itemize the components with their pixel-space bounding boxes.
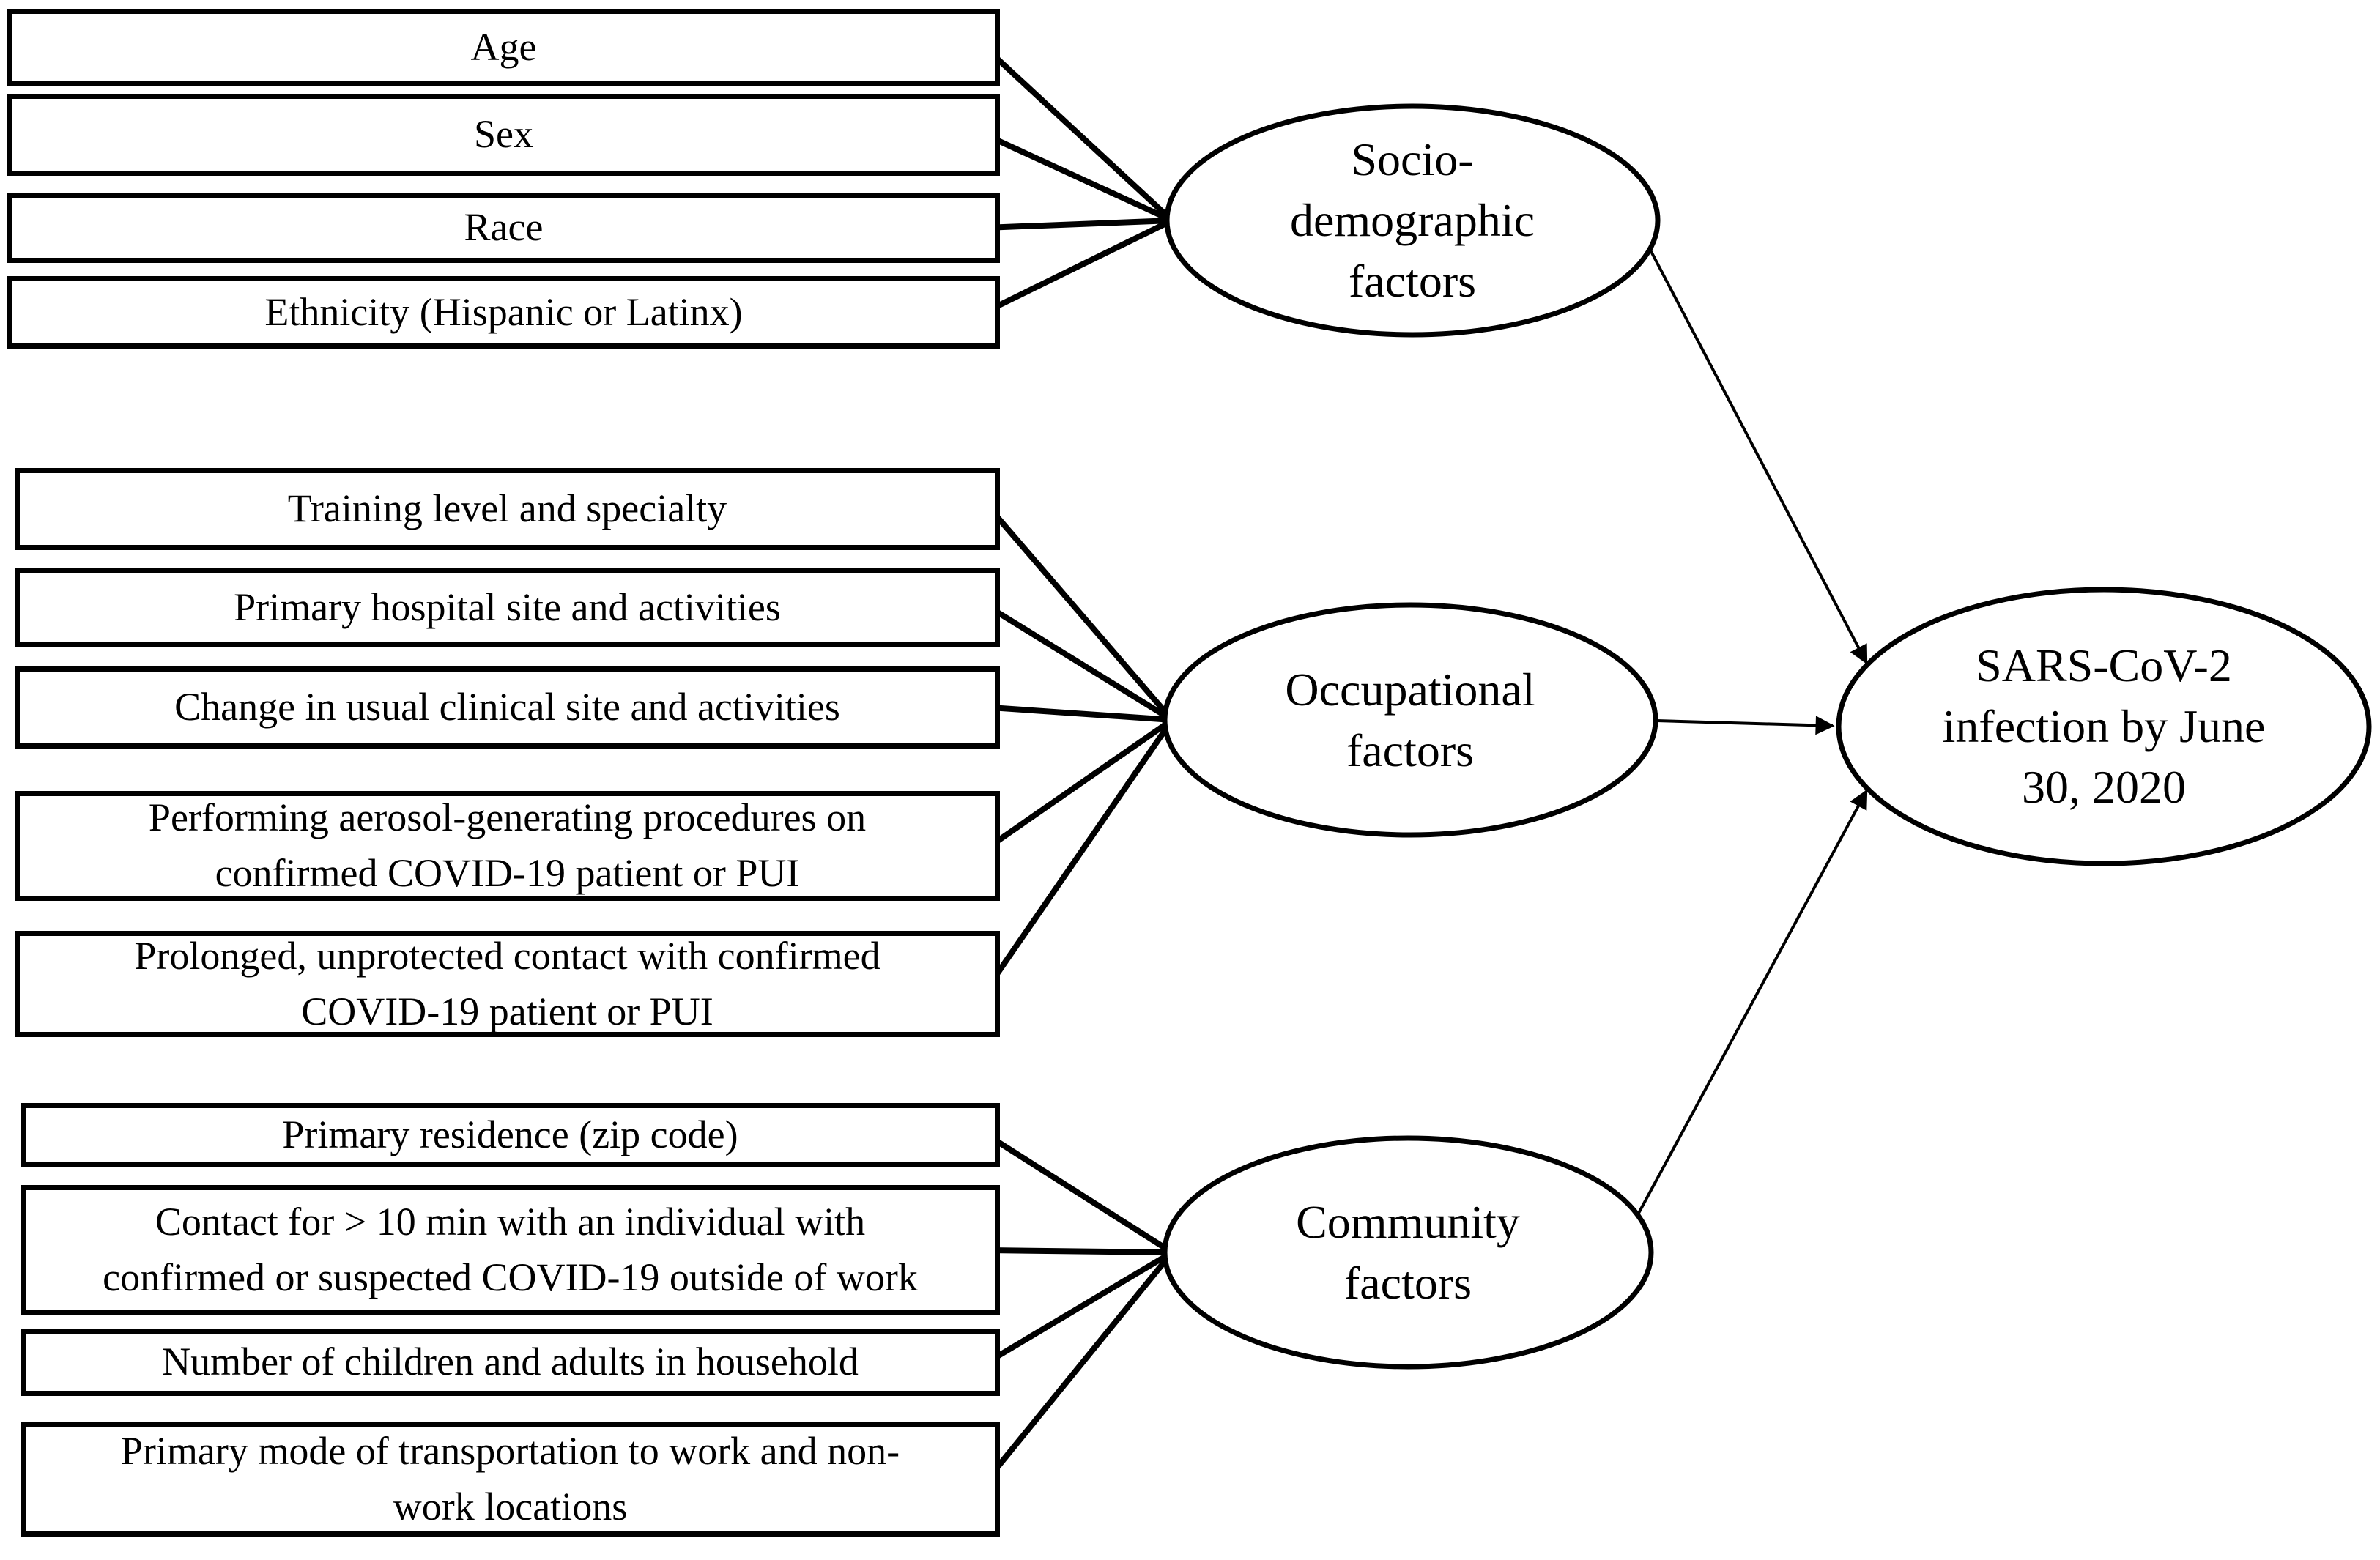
connector-sex-to-sociodemographic xyxy=(984,132,1174,223)
connector-clinical-site-change-to-occupational xyxy=(990,705,1173,723)
sociodemographic-ellipse-shape xyxy=(1164,103,1661,338)
outcome-ellipse-shape xyxy=(1836,587,2372,866)
factor-box-transportation-mode: Primary mode of transportation to work a… xyxy=(21,1422,1000,1537)
factor-box-clinical-site-change: Change in usual clinical site and activi… xyxy=(15,666,1000,749)
arrow-community-to-outcome xyxy=(1636,789,1868,1217)
factor-box-contact-outside-work: Contact for > 10 min with an individual … xyxy=(21,1185,1000,1315)
occupational-factors-label: Occupational factors xyxy=(1285,663,1535,776)
arrow-occupational-to-outcome xyxy=(1656,716,1835,735)
factor-box-primary-residence: Primary residence (zip code) xyxy=(21,1103,1000,1167)
connector-residence-to-community xyxy=(985,1132,1174,1255)
factor-box-aerosol-procedures: Performing aerosol-generating procedures… xyxy=(15,791,1000,901)
factor-box-age: Age xyxy=(7,9,1000,86)
connector-aerosol-procedures-to-occupational xyxy=(988,717,1174,849)
factor-box-training-level: Training level and specialty xyxy=(15,468,1000,550)
connector-hospital-site-to-occupational xyxy=(988,605,1174,723)
connector-ethnicity-to-sociodemographic xyxy=(984,218,1174,315)
connector-transportation-to-community xyxy=(985,1250,1175,1482)
community-factors-label: Community factors xyxy=(1296,1195,1520,1309)
factor-box-ethnicity: Ethnicity (Hispanic or Latinx) xyxy=(7,276,1000,349)
sociodemographic-factors-label: Socio- demographic factors xyxy=(1289,133,1535,308)
occupational-ellipse-shape xyxy=(1162,602,1658,838)
outcome-label: SARS-CoV-2 infection by June 30, 2020 xyxy=(1942,639,2266,814)
arrow-sociodemographic-to-outcome xyxy=(1645,241,1868,665)
community-ellipse-shape xyxy=(1162,1135,1654,1370)
connector-contact-outside-work-to-community xyxy=(987,1247,1173,1255)
connector-race-to-sociodemographic xyxy=(985,218,1173,231)
factor-box-race: Race xyxy=(7,193,1000,263)
factor-box-household-members: Number of children and adults in househo… xyxy=(21,1329,1000,1396)
factor-box-primary-hospital-site: Primary hospital site and activities xyxy=(15,568,1000,647)
connector-training-to-occupational xyxy=(987,507,1175,722)
connector-prolonged-contact-to-occupational xyxy=(987,718,1175,986)
factor-box-sex: Sex xyxy=(7,94,1000,176)
factor-box-prolonged-contact: Prolonged, unprotected contact with conf… xyxy=(15,931,1000,1037)
connector-household-to-community xyxy=(985,1249,1174,1365)
connector-age-to-sociodemographic xyxy=(983,45,1174,223)
